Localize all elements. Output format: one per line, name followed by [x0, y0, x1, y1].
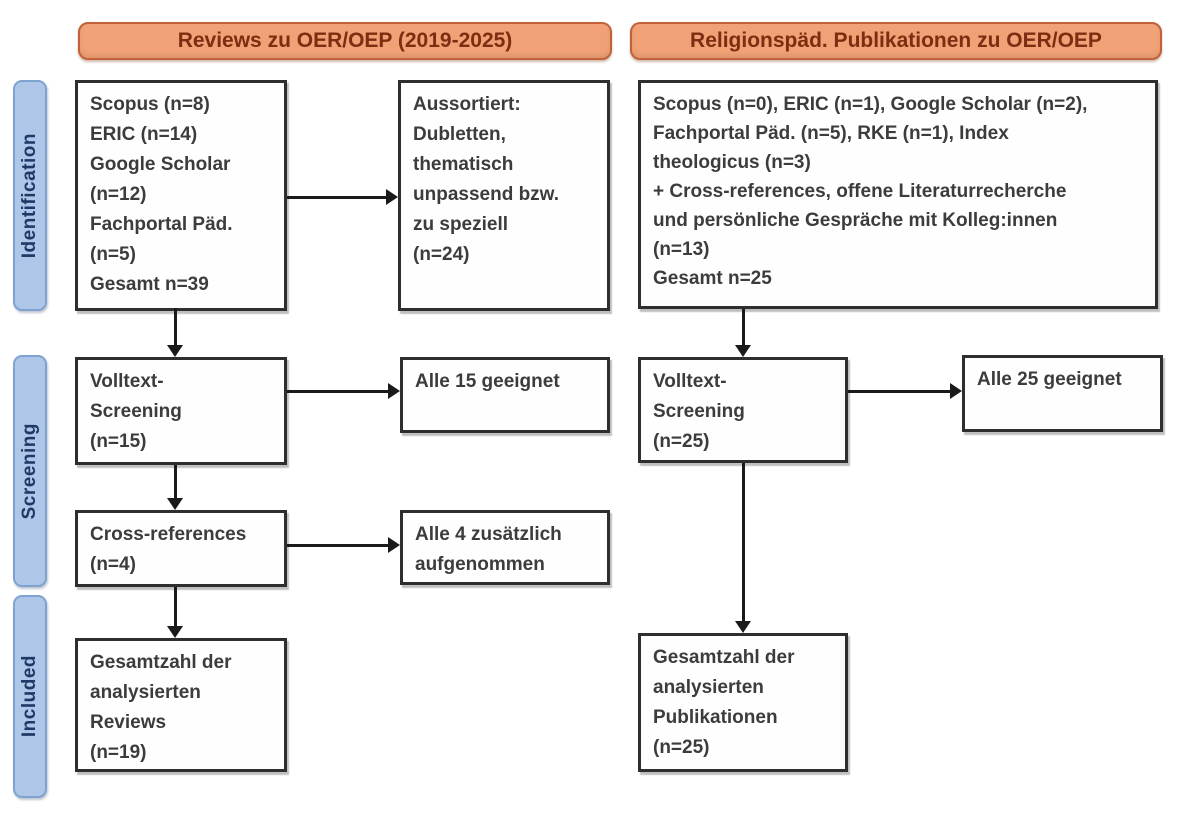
column-header-religionspaed: Religionspäd. Publikationen zu OER/OEP — [630, 22, 1162, 60]
stage-bar-screening: Screening — [13, 355, 47, 587]
arrow-right-fulltext-down — [741, 463, 745, 633]
stage-label-screening: Screening — [19, 422, 40, 520]
arrow-right-sources-down — [741, 309, 745, 357]
column-header-reviews: Reviews zu OER/OEP (2019-2025) — [78, 22, 612, 60]
stage-label-identification: Identification — [19, 132, 40, 259]
arrow-left-fulltext-down — [173, 465, 177, 510]
box-right-fulltext-screening: Volltext- Screening (n=25) — [638, 357, 848, 463]
arrow-left-crossref-to-result — [287, 543, 400, 547]
arrow-right-fulltext-to-result — [848, 389, 962, 393]
box-right-included-total: Gesamtzahl der analysierten Publikatione… — [638, 633, 848, 772]
box-left-included-total: Gesamtzahl der analysierten Reviews (n=1… — [75, 638, 287, 772]
box-left-excluded: Aussortiert: Dubletten, thematisch unpas… — [398, 80, 610, 311]
box-right-sources: Scopus (n=0), ERIC (n=1), Google Scholar… — [638, 80, 1158, 309]
arrow-left-crossref-down — [173, 587, 177, 638]
stage-label-included: Included — [19, 655, 40, 738]
box-left-sources: Scopus (n=8) ERIC (n=14) Google Scholar … — [75, 80, 287, 311]
stage-bar-identification: Identification — [13, 80, 47, 311]
box-right-fulltext-result: Alle 25 geeignet — [962, 355, 1163, 432]
box-left-crossref-result: Alle 4 zusätzlich aufgenommen — [400, 510, 610, 585]
arrow-left-sources-down — [173, 308, 177, 357]
arrow-left-sources-to-excluded — [287, 195, 398, 199]
stage-bar-included: Included — [13, 595, 47, 798]
arrow-left-fulltext-to-result — [287, 389, 400, 393]
box-left-fulltext-screening: Volltext- Screening (n=15) — [75, 357, 287, 465]
box-left-crossref: Cross-references (n=4) — [75, 510, 287, 587]
box-left-fulltext-result: Alle 15 geeignet — [400, 357, 610, 433]
